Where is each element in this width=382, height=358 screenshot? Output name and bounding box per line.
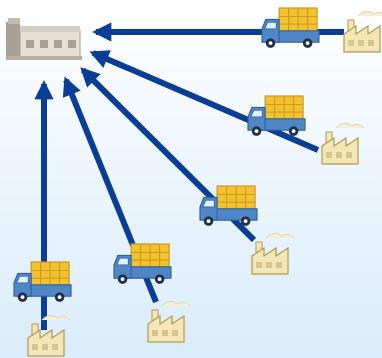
- arrow-2: [89, 50, 320, 153]
- warehouse-icon: [6, 18, 82, 60]
